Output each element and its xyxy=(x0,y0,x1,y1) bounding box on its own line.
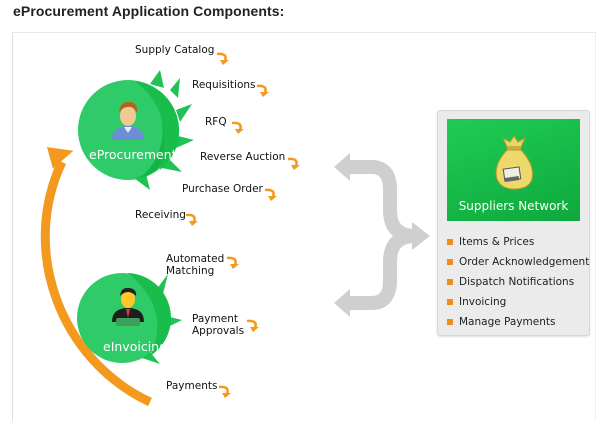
suppliers-network-title: Suppliers Network xyxy=(458,199,569,213)
curved-arrow-icon xyxy=(231,121,244,134)
bullet-square-icon xyxy=(447,239,453,245)
list-item[interactable]: Manage Payments xyxy=(447,312,589,332)
bullet-square-icon xyxy=(447,299,453,305)
eprocurement-label: eProcurement xyxy=(89,147,177,162)
step-line: Matching xyxy=(166,265,215,277)
curved-arrow-icon xyxy=(185,213,198,226)
list-item-label: Dispatch Notifications xyxy=(459,276,575,288)
list-item[interactable]: Items & Prices xyxy=(447,232,589,252)
step-line: Payments xyxy=(166,380,218,392)
list-item[interactable]: Invoicing xyxy=(447,292,589,312)
curved-arrow-icon xyxy=(264,188,277,201)
bullet-square-icon xyxy=(447,279,453,285)
bracket-connector xyxy=(334,153,430,317)
suppliers-feature-list: Items & Prices Order Acknowledgement Dis… xyxy=(447,232,589,332)
businessman-money-icon xyxy=(112,287,144,326)
step-payments[interactable]: Payments xyxy=(166,380,217,392)
step-rfq[interactable]: RFQ xyxy=(205,116,227,128)
step-supply-catalog[interactable]: Supply Catalog xyxy=(135,44,215,56)
curved-arrow-icon xyxy=(218,385,231,398)
list-item-label: Invoicing xyxy=(459,296,507,308)
user-icon xyxy=(112,101,144,140)
curved-arrow-icon xyxy=(256,84,269,97)
step-automated-matching[interactable]: Automated Matching xyxy=(166,253,224,277)
bullet-square-icon xyxy=(447,319,453,325)
list-item-label: Order Acknowledgement xyxy=(459,256,590,268)
step-purchase-order[interactable]: Purchase Order xyxy=(182,183,263,195)
step-line: Approvals xyxy=(192,325,245,337)
list-item-label: Manage Payments xyxy=(459,316,556,328)
step-requisitions[interactable]: Requisitions xyxy=(192,79,256,91)
curved-arrow-icon xyxy=(216,52,229,65)
suppliers-network-header[interactable]: Suppliers Network xyxy=(447,119,580,221)
list-item[interactable]: Dispatch Notifications xyxy=(447,272,589,292)
curved-arrow-icon xyxy=(287,157,300,170)
einvoicing-label: eInvoicing xyxy=(103,339,168,354)
curved-arrow-icon xyxy=(226,256,239,269)
list-item-label: Items & Prices xyxy=(459,236,535,248)
step-line: Payment xyxy=(192,313,238,325)
curved-arrow-icon xyxy=(246,319,259,332)
money-bag-icon xyxy=(495,135,533,190)
step-line: Automated xyxy=(166,253,225,265)
return-cycle-arrow xyxy=(40,147,152,407)
bullet-square-icon xyxy=(447,259,453,265)
step-reverse-auction[interactable]: Reverse Auction xyxy=(200,151,286,163)
step-payment-approvals[interactable]: Payment Approvals xyxy=(192,313,244,337)
diagram-frame xyxy=(12,32,596,421)
list-item[interactable]: Order Acknowledgement xyxy=(447,252,589,272)
suppliers-network-panel: Suppliers Network Items & Prices Order A… xyxy=(437,110,590,336)
page-title: eProcurement Application Components: xyxy=(13,3,285,19)
step-receiving[interactable]: Receiving xyxy=(135,209,186,221)
